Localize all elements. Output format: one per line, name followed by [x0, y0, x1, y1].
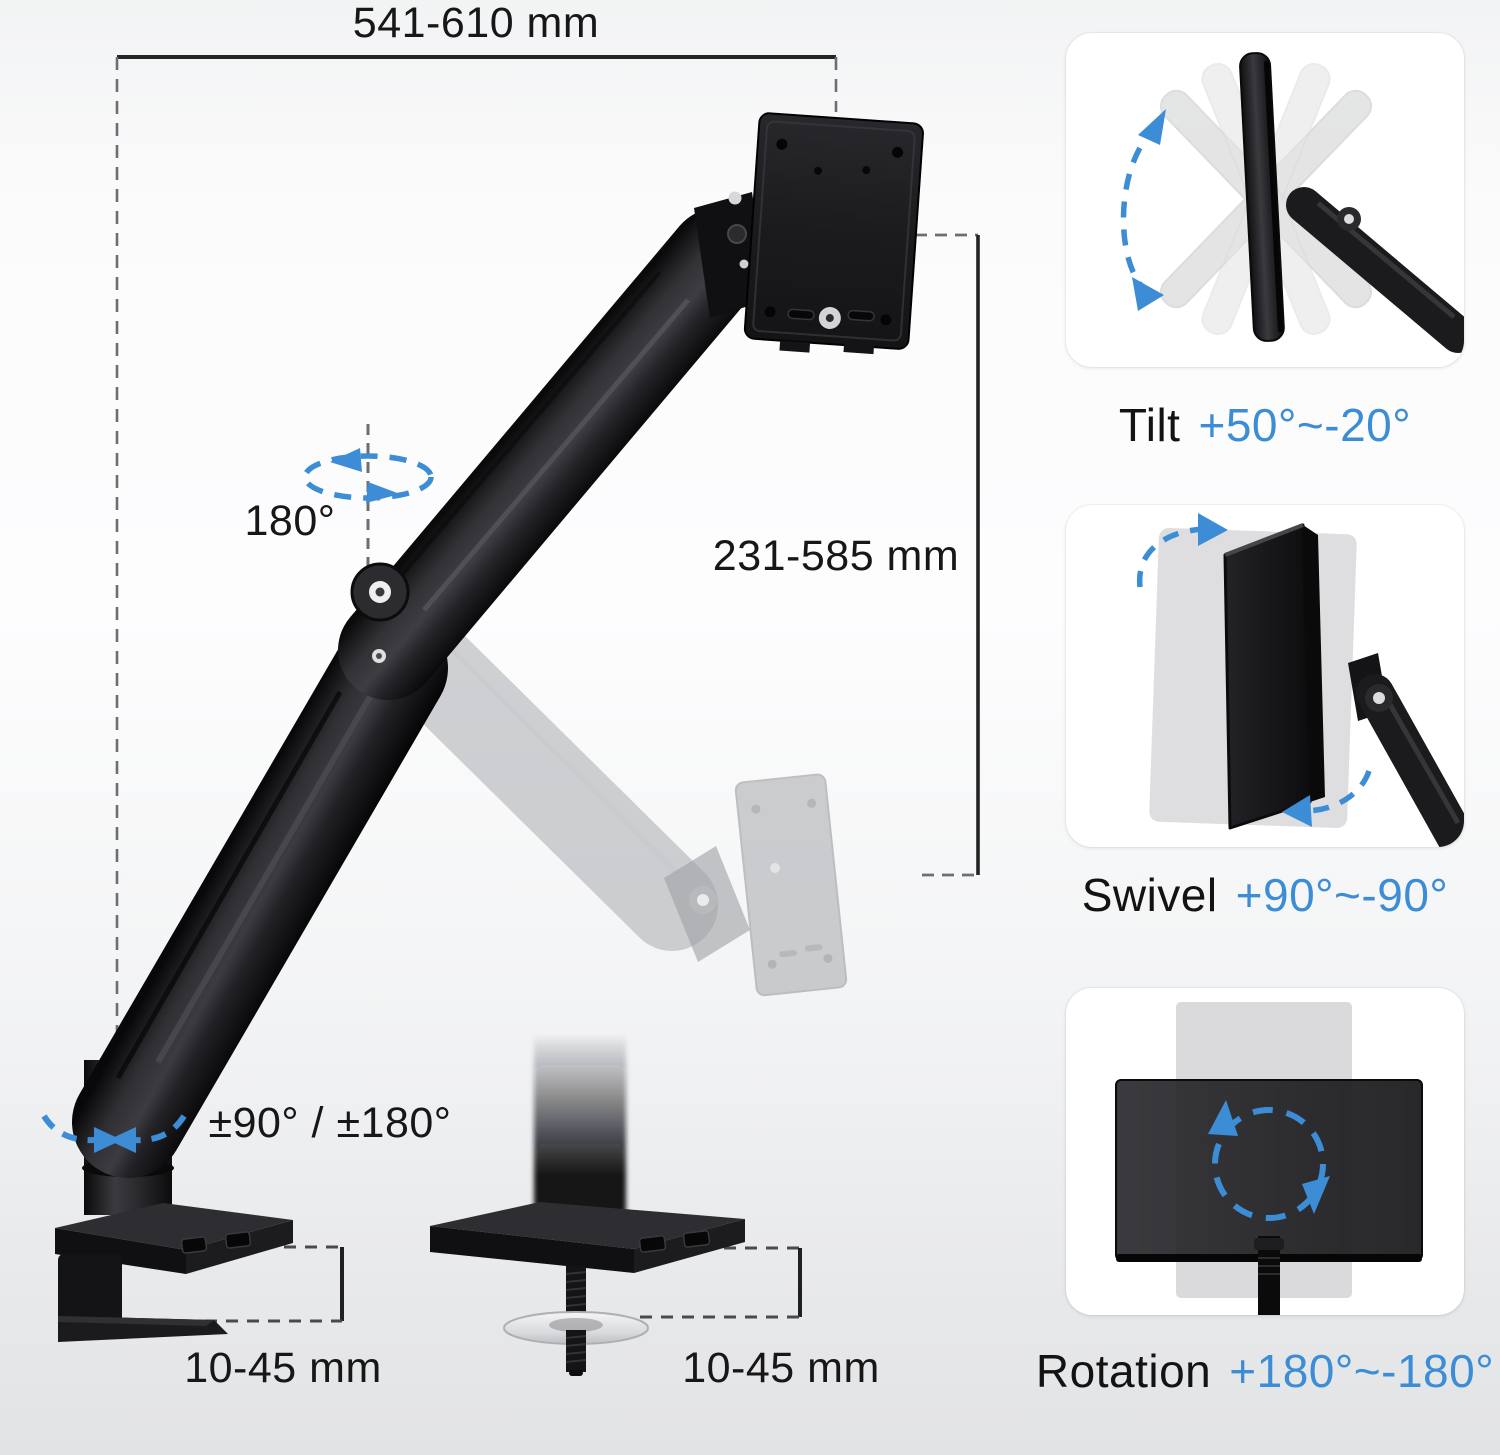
base-rotation-label: ±90° / ±180° — [208, 1099, 452, 1147]
swivel-label: Swivel — [1081, 869, 1218, 921]
tilt-card — [1066, 33, 1464, 367]
tilt-caption: Tilt +50°~-20° — [985, 398, 1500, 452]
monitor-arm-diagram — [41, 55, 980, 1376]
tilt-value: +50°~-20° — [1198, 399, 1412, 451]
tilt-label: Tilt — [1118, 399, 1181, 451]
lower-arm — [72, 612, 448, 1178]
height-range-label: 231-585 mm — [712, 532, 960, 580]
top-width-label: 541-610 mm — [352, 0, 600, 47]
rotation-caption: Rotation +180°~-180° — [985, 1344, 1500, 1398]
swivel-illustration — [1136, 513, 1464, 847]
clamp-thickness-label: 10-45 mm — [184, 1344, 382, 1392]
rotation-card — [1066, 988, 1464, 1315]
mount-arm — [1286, 187, 1464, 353]
swivel-arrows — [1136, 513, 1372, 827]
arm-rotation-annotation — [302, 448, 434, 503]
tilt-illustration — [1120, 52, 1464, 353]
mount-arm — [1348, 653, 1464, 847]
rotation-label: Rotation — [1035, 1345, 1212, 1397]
ghost-arm-position — [386, 622, 848, 997]
upper-arm — [338, 208, 768, 700]
grommet-thickness-label: 10-45 mm — [682, 1344, 880, 1392]
arm-rotation-label: 180° — [244, 497, 336, 545]
rotation-illustration — [1115, 1002, 1423, 1315]
monitor-side-view — [1239, 52, 1285, 342]
monitor-swiveled — [1223, 523, 1325, 830]
tilt-arrow — [1120, 109, 1166, 311]
desk-clamp-base — [55, 1203, 293, 1342]
swivel-card — [1066, 505, 1464, 847]
rotation-value: +180°~-180° — [1229, 1345, 1495, 1397]
grommet-screw — [503, 1266, 649, 1376]
rotation-arrow — [1208, 1100, 1330, 1221]
swivel-caption: Swivel +90°~-90° — [985, 868, 1500, 922]
grommet-mount-base — [430, 1036, 745, 1273]
dimension-guides — [115, 55, 980, 1323]
vesa-plate — [743, 112, 924, 355]
base-rotation-arrows — [41, 1114, 187, 1153]
elbow-joint — [350, 562, 410, 663]
monitor-pole — [1254, 1236, 1284, 1315]
swivel-value: +90°~-90° — [1235, 869, 1449, 921]
